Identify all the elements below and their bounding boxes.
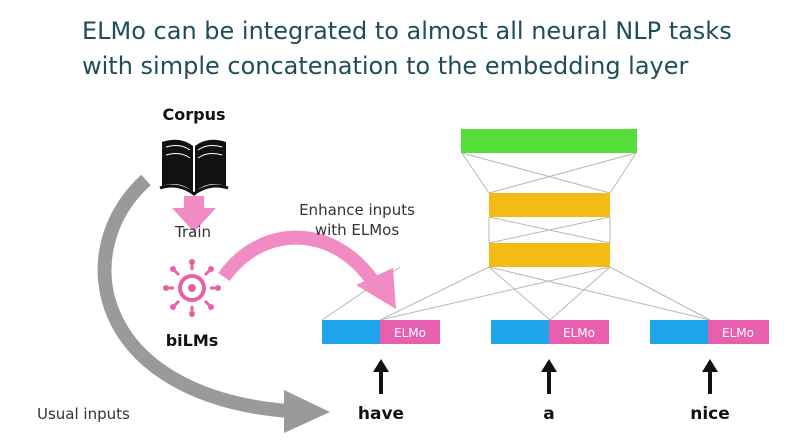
up-arrow-icon: [702, 359, 718, 394]
token-word-a: a: [543, 404, 554, 424]
word-embedding: [491, 320, 549, 344]
elmo-embedding: [708, 320, 769, 344]
train-label: Train: [174, 223, 211, 241]
train-arrow: [172, 196, 216, 232]
elmo-label: ELMo: [394, 326, 426, 340]
word-embedding: [650, 320, 708, 344]
elmo-label: ELMo: [563, 326, 595, 340]
usual-inputs-label: Usual inputs: [37, 405, 130, 423]
virus-icon: [163, 259, 221, 317]
elmo-embedding: [380, 320, 440, 344]
corpus-label: Corpus: [163, 105, 226, 124]
elmo-label: ELMo: [722, 326, 754, 340]
token-word-nice: nice: [690, 404, 730, 424]
book-icon: [159, 139, 229, 196]
word-embedding: [322, 320, 380, 344]
hidden-layer-top: [489, 193, 610, 217]
token-word-have: have: [358, 404, 404, 424]
input-arrows: [373, 359, 718, 394]
slide-title-line-2: with simple concatenation to the embeddi…: [82, 52, 689, 80]
enhance-label-line-2: with ELMos: [315, 221, 400, 239]
slide-title-line-1: ELMo can be integrated to almost all neu…: [82, 17, 732, 45]
enhance-inputs-arrow: [218, 230, 396, 309]
elmo-embedding: [549, 320, 609, 344]
enhance-label-line-1: Enhance inputs: [299, 201, 415, 219]
bilms-label: biLMs: [166, 331, 219, 350]
token-embedding-have: ELMo: [322, 320, 440, 344]
output-layer: [461, 129, 637, 153]
usual-inputs-arrow: [97, 174, 330, 433]
network-connections: [321, 152, 711, 321]
slide-title: ELMo can be integrated to almost all neu…: [82, 14, 792, 84]
up-arrow-icon: [541, 359, 557, 394]
token-embedding-a: ELMo: [491, 320, 609, 344]
hidden-layer-bottom: [489, 243, 610, 267]
token-embedding-nice: ELMo: [650, 320, 769, 344]
up-arrow-icon: [373, 359, 389, 394]
